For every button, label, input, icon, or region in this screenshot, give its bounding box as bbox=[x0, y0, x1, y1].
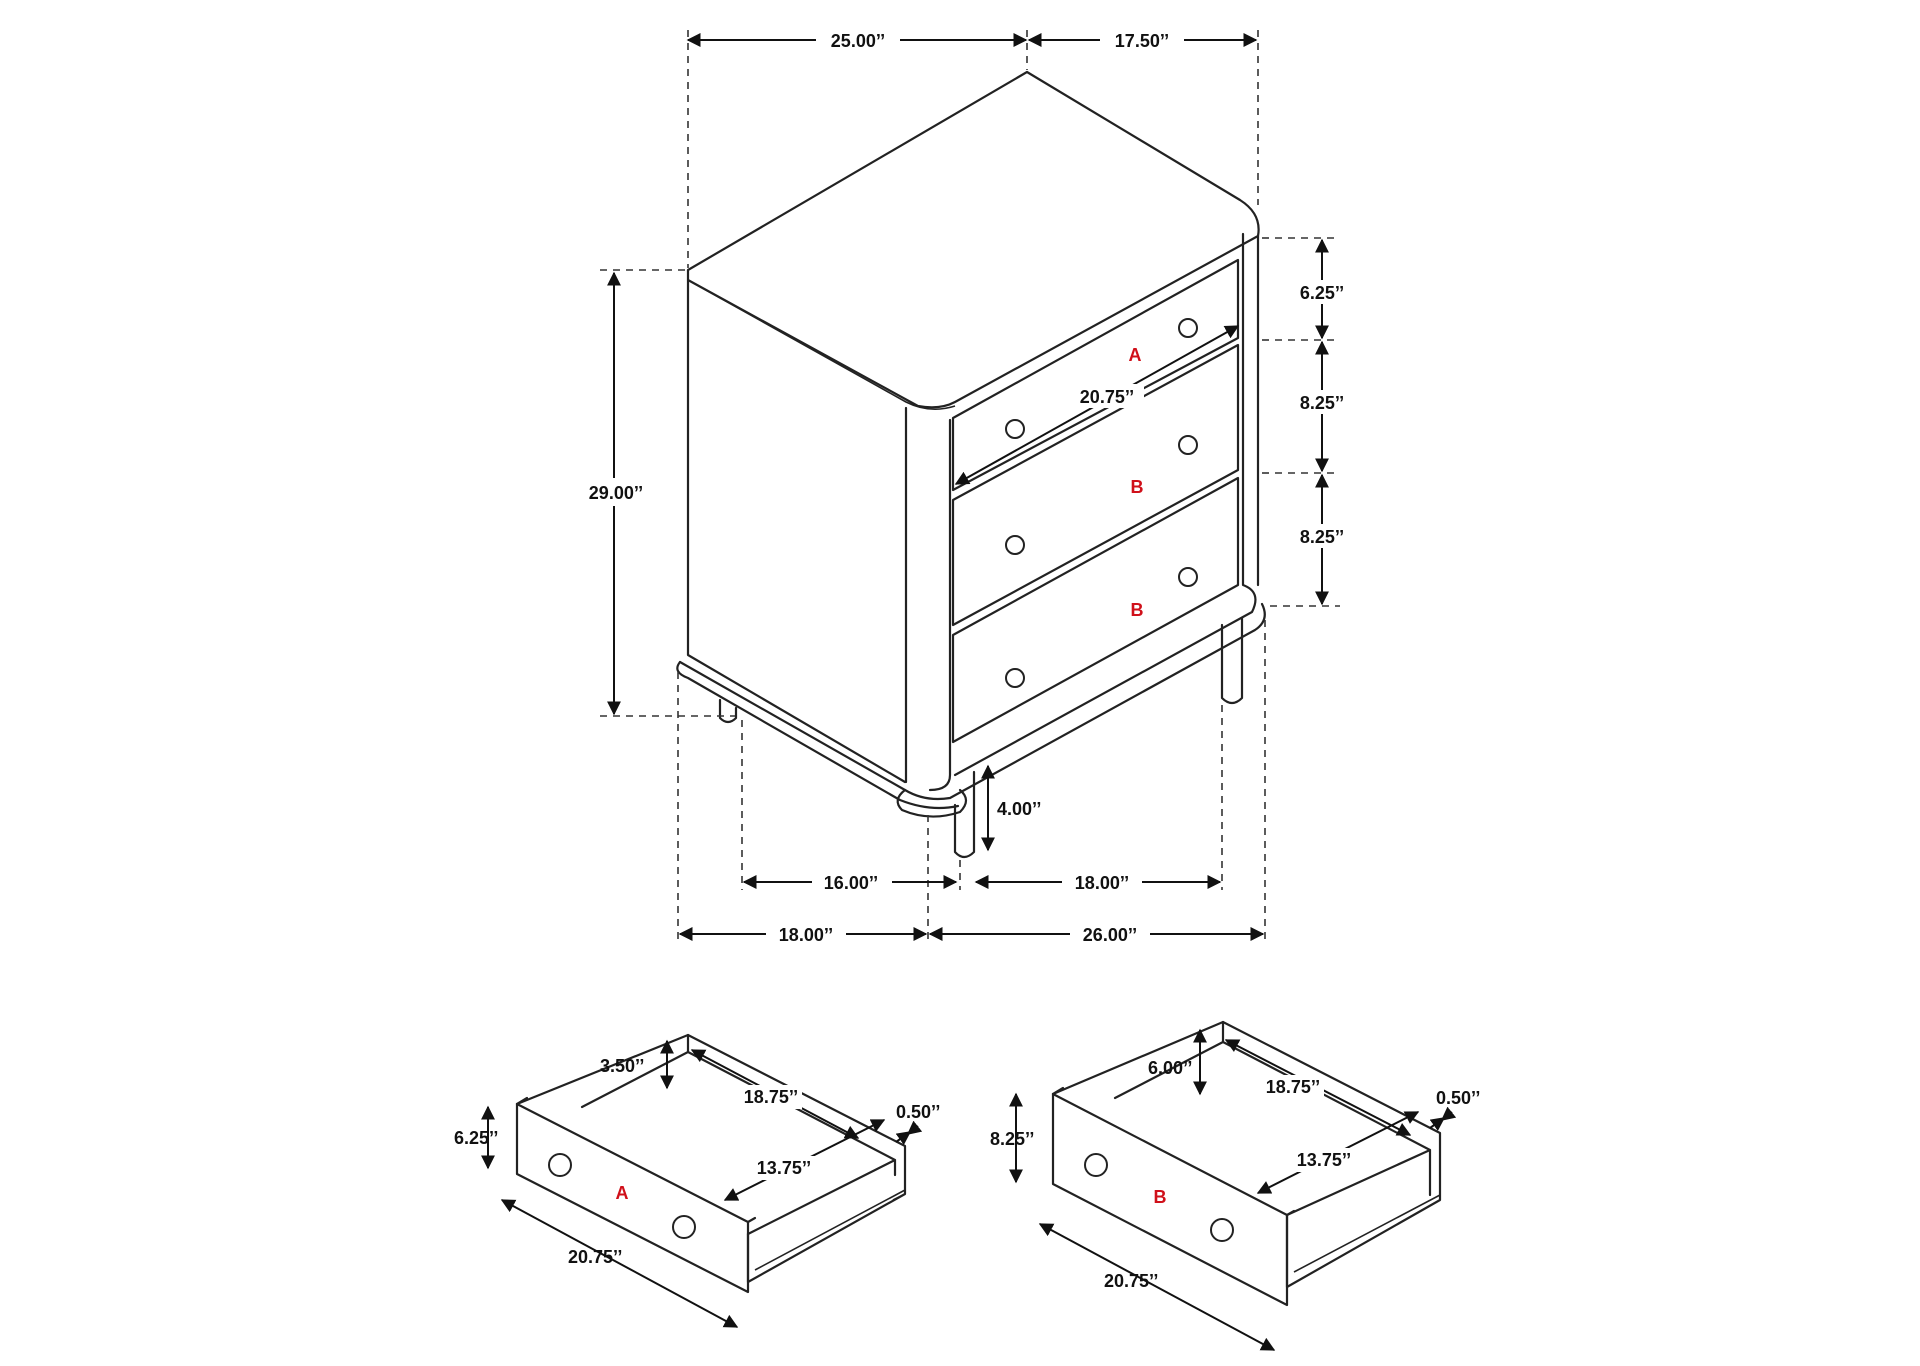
knob-a-left bbox=[1005, 419, 1025, 439]
dim-base-width: 26.00’’ bbox=[1083, 925, 1137, 945]
drawer-a-label: A bbox=[616, 1183, 629, 1203]
knob-b2-left bbox=[1005, 668, 1025, 688]
drawer-b-knob-left bbox=[1084, 1153, 1108, 1177]
chest-front-right-edge bbox=[953, 232, 1257, 777]
leg-back-left bbox=[718, 698, 738, 724]
knob-a-right bbox=[1178, 318, 1198, 338]
dim-drawer-inner-width: 20.75’’ bbox=[1080, 387, 1134, 407]
dim-drawer-a-height: 6.25’’ bbox=[1300, 283, 1344, 303]
dim-height: 29.00’’ bbox=[589, 483, 643, 503]
chest-left-side bbox=[686, 278, 907, 784]
dim-drawer-b2-height: 8.25’’ bbox=[1300, 527, 1344, 547]
chest-top bbox=[686, 70, 1260, 409]
knob-b1-right bbox=[1178, 435, 1198, 455]
drawer-a-inner-depth: 18.75’’ bbox=[744, 1087, 798, 1107]
chest-drawing bbox=[676, 70, 1266, 859]
drawer-b-front-height: 8.25’’ bbox=[990, 1129, 1034, 1149]
drawer-a-inner-width: 13.75’’ bbox=[757, 1158, 811, 1178]
drawer-b-inner-depth: 18.75’’ bbox=[1266, 1077, 1320, 1097]
leg-front bbox=[953, 770, 976, 859]
leg-right bbox=[1220, 616, 1244, 705]
drawer-face-a bbox=[951, 258, 1240, 492]
drawer-b-front bbox=[1051, 1092, 1289, 1307]
chest-dimensions: 25.00’’ 17.50’’ 29.00’’ 6.25’’ 8.25’’ 8.… bbox=[585, 28, 1354, 946]
drawer-b-inner-height: 6.00’’ bbox=[1148, 1058, 1192, 1078]
drawer-b-inner-width: 13.75’’ bbox=[1297, 1150, 1351, 1170]
drawer-a-knob-left bbox=[548, 1153, 572, 1177]
dim-leg-span-front: 18.00’’ bbox=[1075, 873, 1129, 893]
dim-top-depth: 17.50’’ bbox=[1115, 31, 1169, 51]
dim-top-width: 25.00’’ bbox=[831, 31, 885, 51]
dim-drawer-b1-height: 8.25’’ bbox=[1300, 393, 1344, 413]
drawer-a-knob-right bbox=[672, 1215, 696, 1239]
knob-b2-right bbox=[1178, 567, 1198, 587]
label-drawer-b1: B bbox=[1131, 477, 1144, 497]
drawer-b-knob-right bbox=[1210, 1218, 1234, 1242]
drawer-face-b2 bbox=[951, 476, 1240, 744]
drawer-b-front-width: 20.75’’ bbox=[1104, 1271, 1158, 1291]
drawer-a-front-height: 6.25’’ bbox=[454, 1128, 498, 1148]
knob-b1-left bbox=[1005, 535, 1025, 555]
drawer-b-detail: B 8.25’’ 6.00’’ 18.75’’ 13.75’’ 0.50’’ 2… bbox=[990, 1020, 1480, 1351]
drawer-a-box bbox=[515, 1033, 907, 1284]
drawer-a-inner-height: 3.50’’ bbox=[600, 1056, 644, 1076]
chest-base bbox=[678, 602, 1266, 801]
drawer-b-label: B bbox=[1154, 1187, 1167, 1207]
drawer-b-box bbox=[1051, 1020, 1442, 1289]
drawer-a-detail: A 6.25’’ 3.50’’ 18.75’’ 13.75’’ 0.50’’ 2… bbox=[454, 1033, 940, 1328]
dim-leg-height: 4.00’’ bbox=[997, 799, 1041, 819]
drawer-a-front-width: 20.75’’ bbox=[568, 1247, 622, 1267]
dim-leg-span-side: 16.00’’ bbox=[824, 873, 878, 893]
label-drawer-b2: B bbox=[1131, 600, 1144, 620]
chest-corner-column bbox=[904, 406, 952, 792]
chest-top-edge bbox=[687, 279, 956, 410]
drawer-b-panel-thickness: 0.50’’ bbox=[1436, 1088, 1480, 1108]
drawer-a-panel-thickness: 0.50’’ bbox=[896, 1102, 940, 1122]
dim-base-depth: 18.00’’ bbox=[779, 925, 833, 945]
label-drawer-a: A bbox=[1129, 345, 1142, 365]
drawer-a-front bbox=[515, 1102, 750, 1294]
